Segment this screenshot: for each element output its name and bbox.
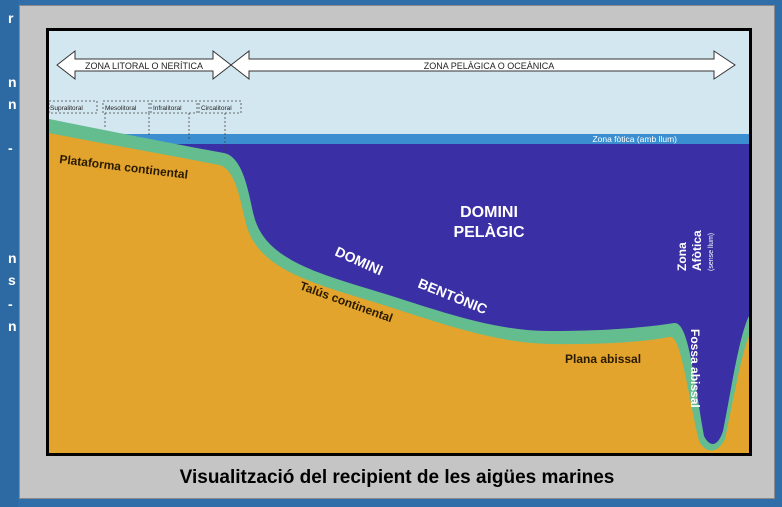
- diagram-caption: Visualització del recipient de les aigüe…: [179, 467, 615, 488]
- zona-afotica-group: Zona Afòtica (sense llum): [675, 230, 715, 271]
- label-zona-afotica-2: Afòtica: [690, 230, 704, 271]
- label-zona-litoral: ZONA LITORAL O NERÍTICA: [85, 61, 203, 71]
- left-strip: r n n - n s - n: [0, 0, 18, 507]
- label-supralitoral: Supralitoral: [50, 105, 83, 112]
- label-circalitoral: Circalitoral: [201, 105, 232, 112]
- strip-glyph: n: [8, 250, 16, 266]
- label-zona-afotica-1: Zona: [675, 242, 689, 271]
- strip-glyph: -: [8, 140, 13, 156]
- label-zona-fotica: Zona fòtica (amb llum): [592, 134, 677, 144]
- label-zona-afotica-3: (sense llum): [708, 233, 715, 271]
- label-domini-pelagic-1: DOMINI: [460, 204, 518, 221]
- label-domini-pelagic-2: PELÀGIC: [453, 222, 525, 241]
- label-fossa-abissal: Fossa abissal: [688, 329, 702, 408]
- label-mesolitoral: Mesolitoral: [105, 105, 137, 112]
- label-plana-abissal: Plana abissal: [565, 352, 641, 366]
- sediment: [49, 133, 749, 453]
- strip-glyph: -: [8, 296, 13, 312]
- photic-band: [49, 134, 749, 144]
- label-infralitoral: Infralitoral: [153, 105, 182, 112]
- sky: [49, 31, 749, 136]
- ocean-zones-diagram: ZONA LITORAL O NERÍTICA ZONA PELÀGICA O …: [46, 28, 752, 456]
- strip-glyph: n: [8, 96, 16, 112]
- strip-glyph: n: [8, 74, 16, 90]
- sub-zone-brackets: [49, 100, 242, 151]
- label-zona-pelagica: ZONA PELÀGICA O OCEÀNICA: [424, 61, 555, 71]
- strip-glyph: n: [8, 318, 16, 334]
- strip-glyph: s: [8, 272, 16, 288]
- arrow-pelagica: [230, 49, 736, 81]
- strip-glyph: r: [8, 10, 14, 26]
